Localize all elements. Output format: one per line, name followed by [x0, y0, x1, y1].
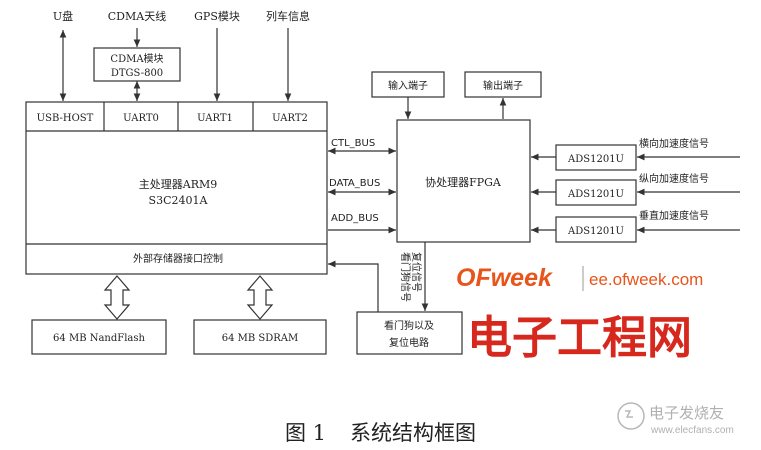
adc-box-2	[555, 179, 637, 206]
double-arrow-sdram	[246, 275, 274, 320]
ofweek-site: ee.ofweek.com	[589, 270, 703, 289]
bus-data-label: DATA_BUS	[329, 178, 380, 189]
watchdog-box	[356, 311, 463, 355]
label-cdma-antenna: CDMA天线	[108, 9, 166, 23]
signal-lateral: 横向加速度信号	[639, 137, 709, 150]
adc-label-3: ADS1201U	[567, 226, 624, 237]
big-watermark: 电子工程网	[467, 311, 692, 364]
double-arrow-nand	[103, 275, 131, 320]
figure-number: 图 1	[284, 421, 327, 445]
figure-title: 系统结构框图	[350, 421, 477, 445]
cdma-module-line2: DTGS-800	[111, 68, 163, 79]
arm-model: S3C2401A	[149, 194, 209, 207]
adc-box-1	[555, 144, 637, 171]
signal-vertical: 垂直加速度信号	[639, 209, 709, 222]
bus-add-label: ADD_BUS	[331, 213, 379, 224]
output-port-box	[464, 71, 542, 98]
cdma-module-line1: CDMA模块	[110, 53, 163, 65]
nandflash-box	[31, 319, 167, 355]
elecfans-en: www.elecfans.com	[650, 425, 734, 436]
ext-mem-label: 外部存储器接口控制	[133, 252, 223, 265]
sdram-label: 64 MB SDRAM	[222, 333, 299, 344]
watchdog-line2: 复位电路	[389, 336, 429, 349]
adc-box-3	[555, 216, 637, 243]
output-port-label: 输出端子	[483, 79, 523, 92]
input-port-box	[371, 71, 445, 98]
port-uart0: UART0	[123, 113, 159, 124]
watchdog-line1: 看门狗以及	[384, 319, 434, 332]
signal-longitudinal: 纵向加速度信号	[639, 172, 709, 185]
line-watchdog-arm	[328, 260, 379, 312]
fpga-box	[396, 119, 531, 243]
elecfans-logo: 电子发烧友 www.elecfans.com	[617, 402, 734, 436]
adc-label-2: ADS1201U	[567, 189, 624, 200]
nandflash-label: 64 MB NandFlash	[53, 333, 145, 344]
bus-ctl-label: CTL_BUS	[331, 138, 375, 149]
port-usb-host: USB-HOST	[37, 113, 94, 124]
ofweek-watermark: OFweek ee.ofweek.com	[456, 264, 703, 292]
sdram-box	[193, 319, 327, 355]
input-port-label: 输入端子	[388, 79, 428, 92]
watchdog-signal-vertical: 看门狗信号	[399, 252, 412, 302]
cdma-module-box	[93, 47, 181, 82]
label-gps-module: GPS模块	[194, 10, 240, 23]
port-uart1: UART1	[197, 113, 233, 124]
reset-signal-vertical: 复位信号	[410, 252, 423, 292]
label-train-info: 列车信息	[266, 9, 310, 23]
ofweek-brand: OFweek	[456, 264, 553, 292]
elecfans-icon	[617, 402, 645, 430]
label-u-disk: U盘	[53, 9, 73, 23]
elecfans-cn: 电子发烧友	[649, 405, 724, 422]
arm-title: 主处理器ARM9	[139, 178, 218, 191]
adc-label-1: ADS1201U	[567, 154, 624, 165]
port-uart2: UART2	[272, 113, 308, 124]
figure-caption: 图 1 系统结构框图	[0, 417, 761, 447]
fpga-label: 协处理器FPGA	[425, 175, 502, 189]
